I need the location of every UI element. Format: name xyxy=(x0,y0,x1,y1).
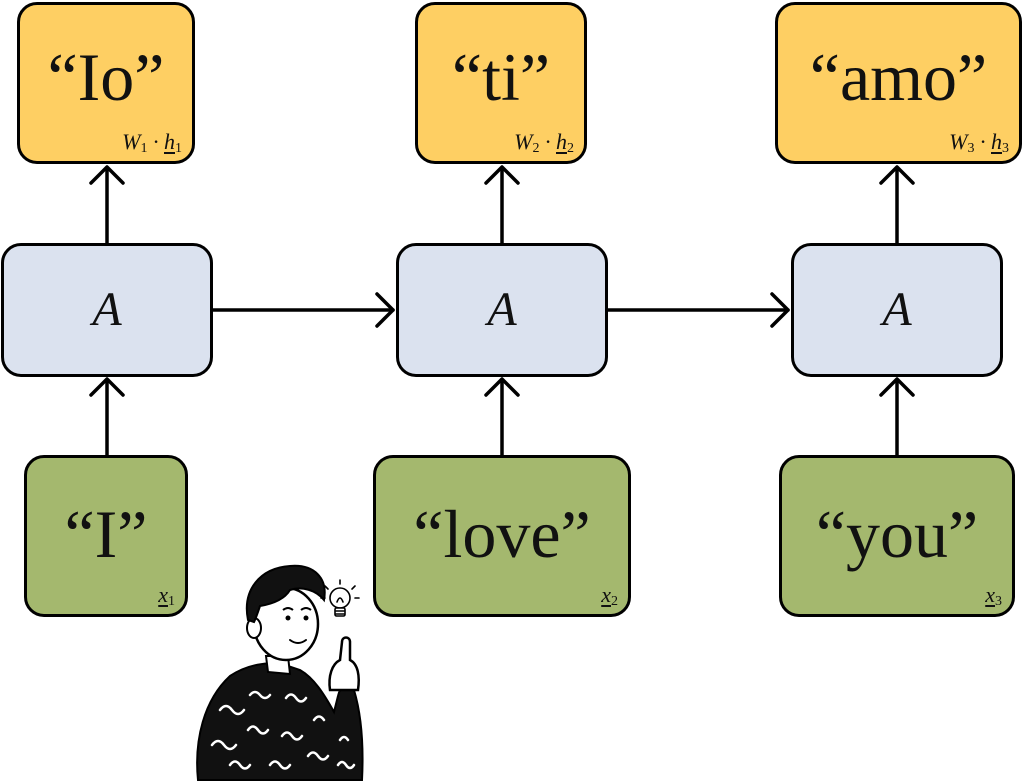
output-word-1: “Io” xyxy=(47,39,165,115)
input-var-2: x2 xyxy=(601,582,618,609)
rnn-cell-3: A xyxy=(791,243,1003,377)
input-var-1: x1 xyxy=(158,582,175,609)
input-box-1: “I” x1 xyxy=(24,455,188,617)
arrow-cell2-to-cell3 xyxy=(606,292,790,328)
output-word-2: “ti” xyxy=(451,39,551,115)
output-box-2: “ti” W2 · h2 xyxy=(415,2,587,164)
input-word-1: “I” xyxy=(64,496,148,572)
input-box-3: “you” x3 xyxy=(779,455,1015,617)
output-formula-1: W1 · h1 xyxy=(122,129,182,156)
rnn-cell-label-1: A xyxy=(92,283,122,336)
arrow-cell-to-output-3 xyxy=(879,165,915,245)
person-thinking-icon xyxy=(196,564,364,781)
lightbulb-icon xyxy=(320,579,360,617)
input-word-3: “you” xyxy=(815,496,979,572)
rnn-cell-1: A xyxy=(1,243,213,377)
arrow-input-to-cell-2 xyxy=(484,377,520,457)
output-box-3: “amo” W3 · h3 xyxy=(775,2,1022,164)
output-formula-2: W2 · h2 xyxy=(514,129,574,156)
output-box-1: “Io” W1 · h1 xyxy=(17,2,195,164)
arrow-cell1-to-cell2 xyxy=(211,292,395,328)
arrow-cell-to-output-1 xyxy=(89,165,125,245)
arrow-input-to-cell-3 xyxy=(879,377,915,457)
rnn-cell-label-2: A xyxy=(487,283,517,336)
input-var-3: x3 xyxy=(985,582,1002,609)
output-formula-3: W3 · h3 xyxy=(949,129,1009,156)
arrow-input-to-cell-1 xyxy=(89,377,125,457)
output-word-3: “amo” xyxy=(809,39,988,115)
input-word-2: “love” xyxy=(413,496,591,572)
rnn-cell-label-3: A xyxy=(882,283,912,336)
rnn-cell-2: A xyxy=(396,243,608,377)
arrow-cell-to-output-2 xyxy=(484,165,520,245)
